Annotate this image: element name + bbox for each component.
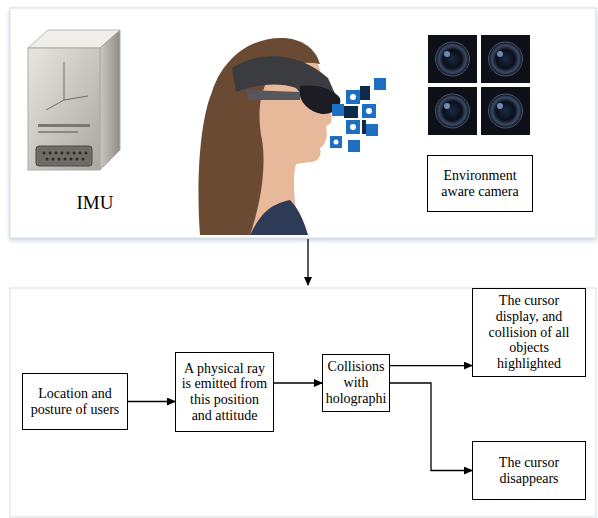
process-box: The cursor disappears: [472, 441, 586, 500]
flow-arrow: [128, 401, 175, 402]
part-label: IMU: [77, 192, 114, 214]
box-text: Collisions with holographi: [326, 359, 387, 406]
box-text: A physical ray is emitted from this posi…: [180, 361, 269, 424]
panel-arrow: [307, 239, 308, 285]
box-text: Location and posture of users: [27, 386, 123, 417]
box-text: The cursor display, and collision of all…: [477, 293, 581, 371]
box-text: The cursor disappears: [477, 455, 581, 486]
process-box: Collisions with holographi: [322, 354, 390, 411]
process-box: Location and posture of users: [22, 373, 128, 430]
process-box: Environment aware camera: [427, 155, 533, 212]
flow-arrow: [390, 383, 472, 471]
flow-arrow: [274, 382, 322, 383]
bottom-panel: [10, 288, 596, 517]
camera-illustration: [428, 35, 530, 135]
process-box: A physical ray is emitted from this posi…: [175, 352, 274, 432]
top-panel: [10, 8, 596, 238]
headset-user-illustration: [199, 38, 387, 235]
box-text: Environment aware camera: [432, 168, 528, 199]
flow-arrow: [390, 365, 472, 366]
imu-illustration: [28, 30, 120, 170]
process-box: The cursor display, and collision of all…: [472, 288, 586, 376]
